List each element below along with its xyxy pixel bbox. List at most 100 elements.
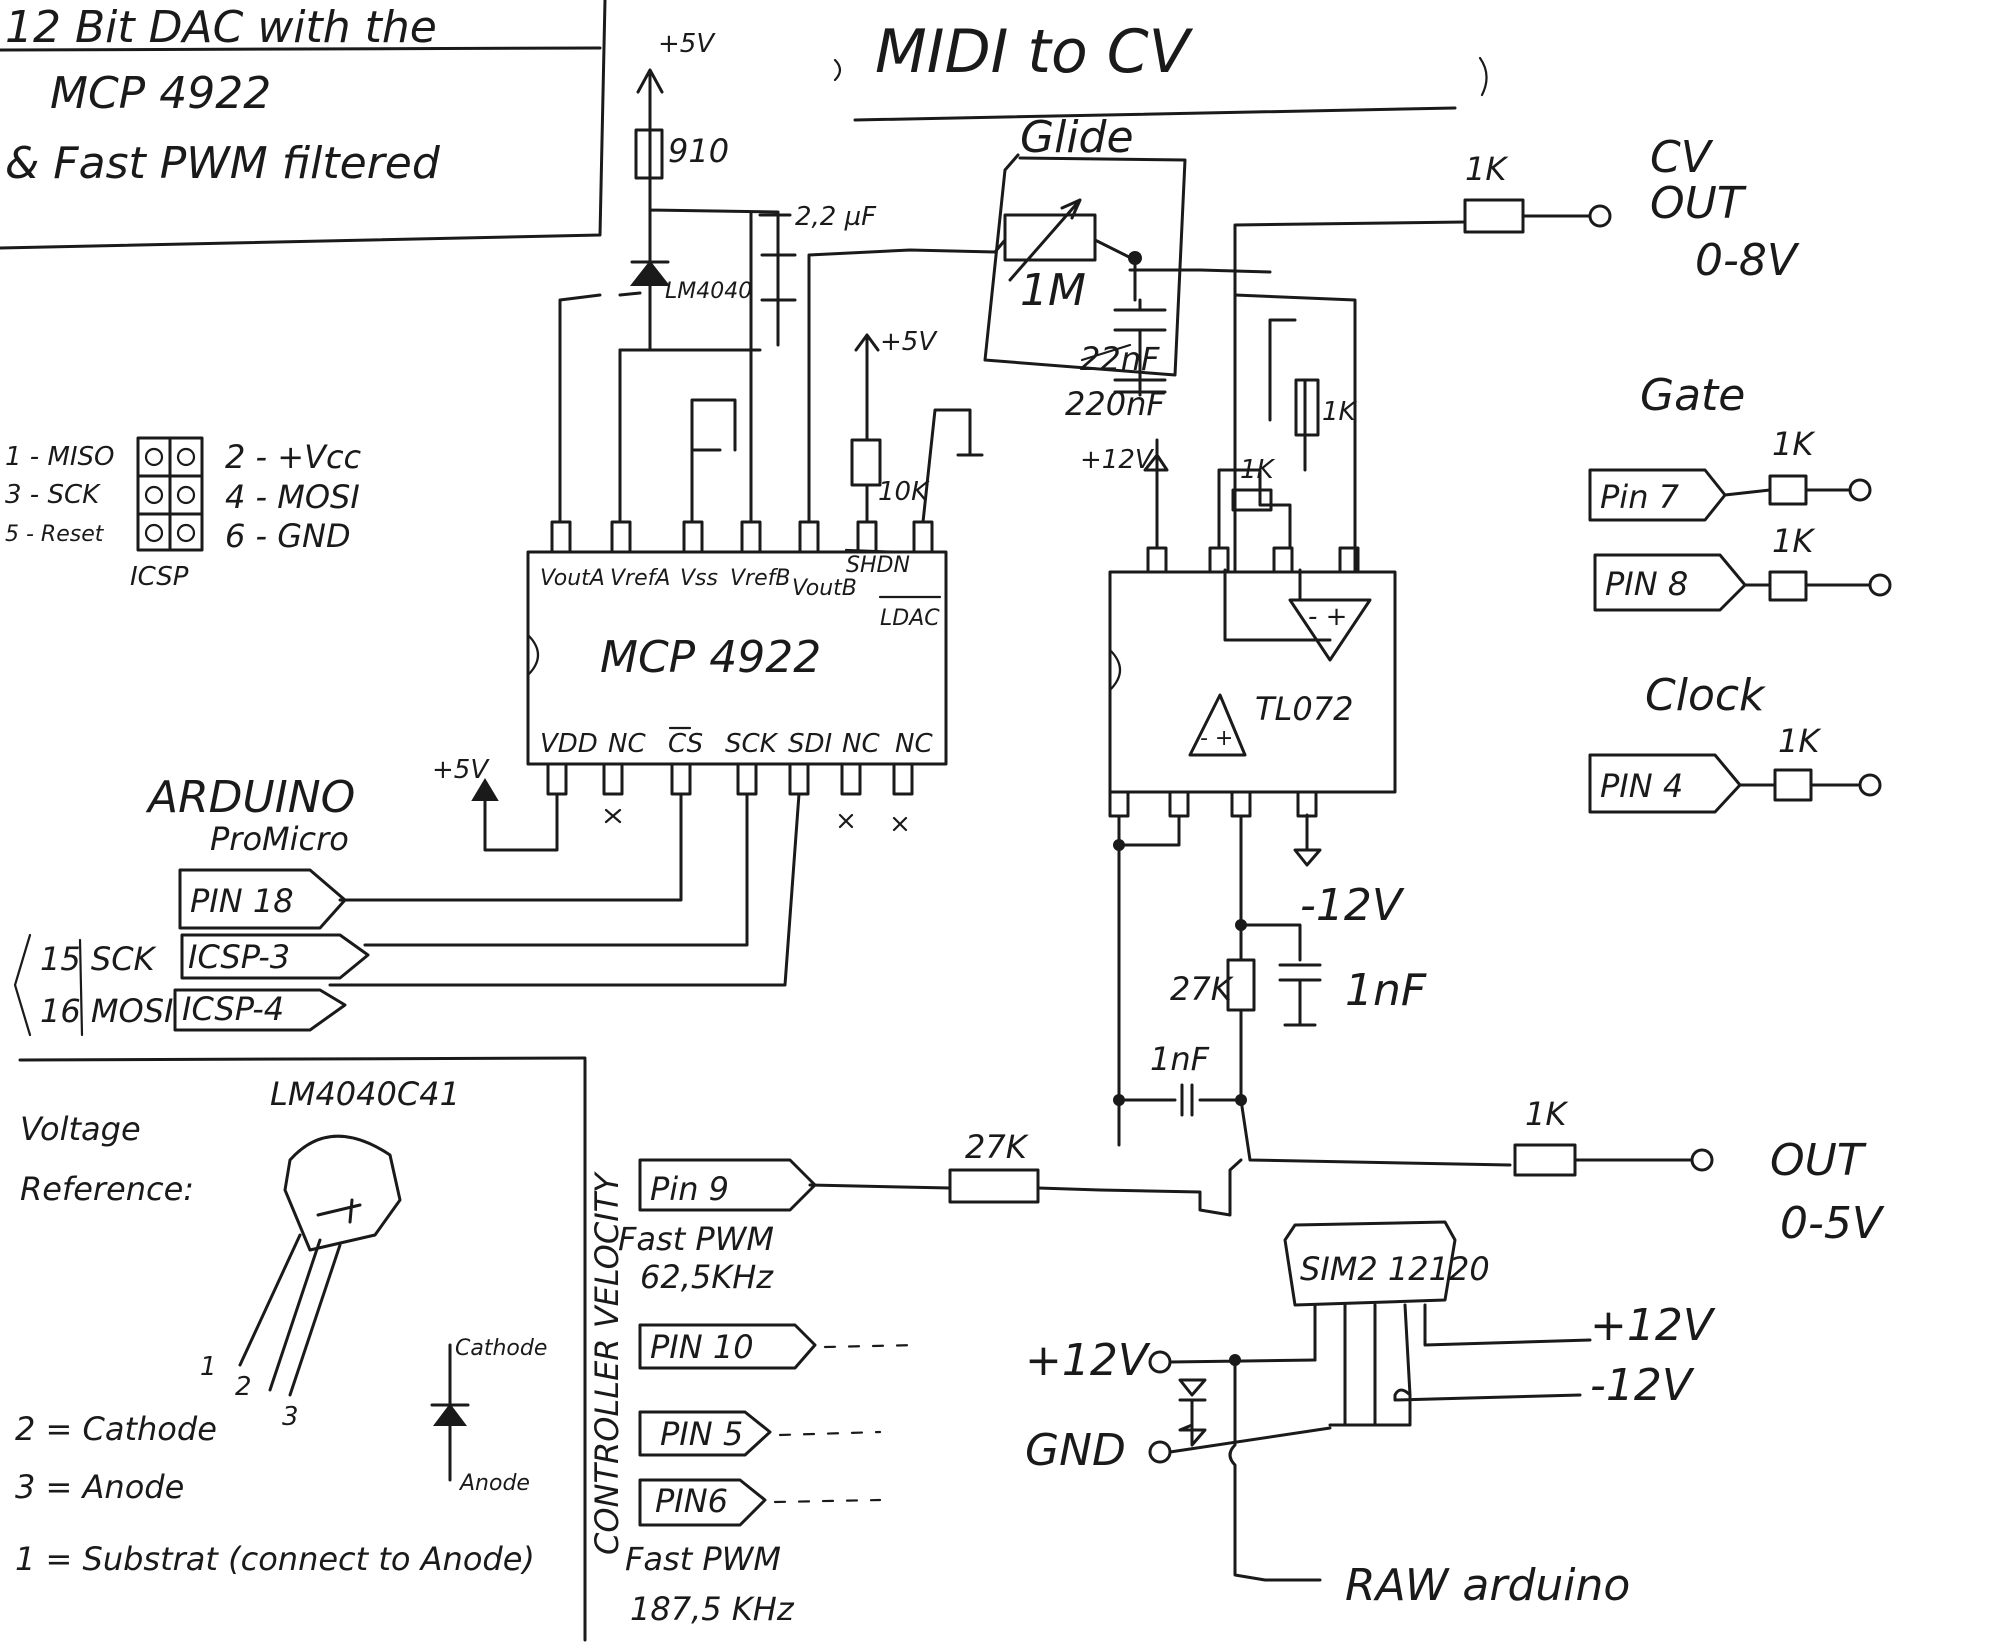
glide-section: Glide 1M 22nF 220nF [983,112,1272,423]
gate-res-label-1: 1K [1772,425,1816,463]
icsp-left-1: 1 - MISO [5,442,115,472]
icsp4-connector [173,988,347,1032]
mcp4922-label: MCP 4922 [600,632,821,683]
arduino-side-mosi: 16 MOSI [40,992,173,1030]
power-12v-terminal [1148,1350,1172,1374]
dac-pin-vdd: VDD [540,729,598,759]
ref-note-p1: 2 = Cathode [15,1410,217,1448]
pin18-connector [178,868,347,930]
filter-r27k-label: 27K [1170,970,1235,1008]
icsp-right-3: 6 - GND [225,517,351,555]
ref-note-cathode: Cathode [455,1336,547,1361]
ref-note-diode [433,1403,467,1426]
arduino-pin18: PIN 18 [190,882,294,920]
dac-pin-vrefb: VrefB [730,566,790,591]
pin9-connector [638,1158,817,1212]
velocity-pin10: PIN 10 [650,1328,754,1366]
out-range: 0-5V [1780,1198,1885,1249]
glide-pot-label: 1M [1020,265,1086,316]
icsp-header: 1 - MISO 3 - SCK 5 - Reset 2 - +Vcc 4 - … [5,436,362,592]
opamp-gain-label: 1K [1240,455,1276,485]
arduino-icsp3: ICSP-3 [188,938,290,976]
cv-out-range: 0-8V [1695,235,1800,286]
ref-note-part: LM4040C41 [270,1075,460,1113]
velocity-vertical-label: CONTROLLER VELOCITY [588,1171,626,1555]
arduino-side-sck: 15 SCK [40,940,158,978]
power-section: SIM2 12120 +12V -12V +12V GND RAW arduin… [1025,1220,1716,1611]
plus5v-top-label: +5V [658,29,716,59]
power-raw: RAW arduino [1345,1560,1630,1611]
velocity-pin6: PIN6 [655,1482,728,1520]
dac-pin-cs: CS [668,729,703,759]
clock-label: Clock [1645,670,1766,721]
dac-wiring: 10K +5V +5V [328,210,997,987]
power-module-label: SIM2 12120 [1300,1250,1490,1288]
glide-cap-old: 22nF [1080,340,1160,378]
plus5v-vdd-label: +5V [432,755,490,785]
dac-pin-ldac: LDAC [880,606,940,631]
tl072-label: TL072 [1255,690,1353,728]
clock-pin4-connector [1588,753,1742,814]
reference-note: LM4040C41 Voltage Reference: 1 2 3 2 = C… [15,1075,547,1578]
plus5v-vdd-arrow [471,778,499,801]
dac-pin-vouta: VoutA [540,566,605,591]
ref-note-p2: 3 = Anode [15,1468,184,1506]
filter-cap-1nf: 1nF [1345,965,1427,1016]
cv-out-label2: OUT [1650,178,1747,229]
res-10k-label: 10K [878,477,930,507]
out-resistor-1k [1513,1143,1577,1177]
tl072-chip: - + - + TL072 +12V 1K 1K -12V [1080,293,1405,931]
title-box-line2: MCP 4922 [50,68,271,119]
tl072-plus12v: +12V [1080,445,1155,475]
gate-clock-outputs: Gate Pin 7 1K PIN 8 1K Clock PIN 4 1K [1588,370,1892,814]
lm4040-diode-symbol [629,260,671,286]
input-resistor-27k [948,1168,1040,1204]
velocity-pin9: Pin 9 [650,1170,729,1208]
title-box-line3: & Fast PWM filtered [5,138,441,189]
cv-out-jack [1588,204,1612,228]
pwm-filter: 1nF 27K 1nF 1K OUT 0-5V 27K [808,814,1885,1249]
glide-cap-label: 220nF [1065,385,1165,423]
out-res-label: 1K [1525,1095,1569,1133]
mcp4922-chip: MCP 4922 VoutA VrefA Vss VrefB VoutB SHD… [526,520,948,832]
clock-res [1773,768,1813,802]
power-out-plus: +12V [1590,1300,1716,1351]
cv-out-resistor [1463,198,1525,234]
ref-note-l1: Voltage [20,1110,141,1148]
page-title: MIDI to CV [875,17,1194,87]
icsp-label: ICSP [130,562,189,592]
svg-text:- +: - + [1200,726,1233,751]
lm4040-label: LM4040 [665,279,752,304]
clock-pin4: PIN 4 [1600,767,1683,805]
velocity-pin5: PIN 5 [660,1415,743,1453]
cv-out-res-label: 1K [1465,150,1509,188]
dac-pin-nc1: NC [608,729,646,759]
input-res-label: 27K [965,1128,1030,1166]
glide-label: Glide [1020,112,1134,163]
ref-note-anode: Anode [458,1471,530,1496]
main-title: MIDI to CV [833,17,1488,122]
gate-pin8-connector [1593,553,1747,612]
gate-pin8: PIN 8 [1605,565,1688,603]
icsp-left-2: 3 - SCK [5,480,101,510]
gate-pin7: Pin 7 [1600,478,1680,516]
title-box-line1: 12 Bit DAC with the [5,2,437,53]
velocity-pwm2: Fast PWM [625,1540,781,1578]
cv-out-label1: CV [1650,132,1714,183]
power-in-12v: +12V [1025,1335,1151,1386]
out-label: OUT [1770,1135,1867,1186]
icsp-right-1: 2 - +Vcc [225,438,362,476]
dac-pin-shdn: SHDN [846,553,910,578]
ref-note-n2: 2 [235,1372,252,1402]
dac-pin-nc2: NC [842,729,880,759]
reference-supply: +5V 910 LM4040 2,2 µF [618,29,877,352]
gate-res-1 [1768,474,1808,506]
glide-pot [1003,213,1097,262]
power-module-body [1283,1220,1457,1307]
resistor-910-label: 910 [668,132,729,170]
dac-pin-nc3: NC [895,729,933,759]
to92-package [283,1134,402,1252]
filter-resistor-27k [1226,958,1256,1012]
dac-pin-voutb: VoutB [792,576,857,601]
